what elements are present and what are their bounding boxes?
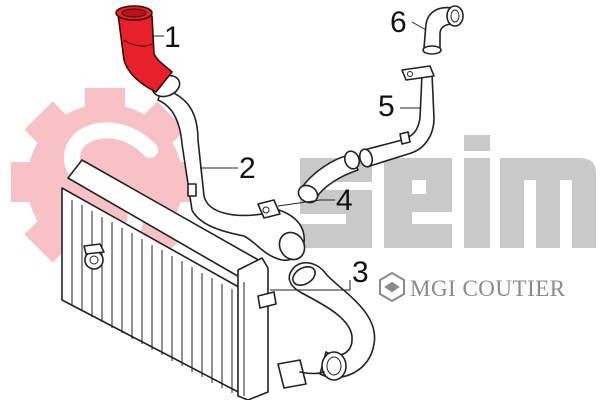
brand-letter-e — [384, 158, 452, 248]
tagline-text: MGI COUTIER — [410, 276, 566, 301]
hose-part-1-highlighted — [115, 5, 173, 93]
hose-part-6 — [422, 5, 464, 55]
hose-part-4 — [297, 150, 361, 204]
intercooler — [61, 159, 277, 400]
brand-letter-i-dot — [464, 135, 490, 151]
brand-letter-m — [500, 158, 596, 248]
callout-6: 6 — [390, 6, 407, 39]
callout-2: 2 — [239, 152, 256, 185]
callout-5: 5 — [378, 90, 395, 123]
callout-4: 4 — [336, 184, 353, 217]
hose-part-3 — [277, 262, 376, 389]
hose-part-2 — [151, 74, 306, 261]
callout-3: 3 — [352, 256, 369, 289]
callout-1: 1 — [164, 21, 181, 54]
brand-letter-i — [464, 158, 490, 248]
leader-lines — [152, 21, 427, 291]
tagline-logo-mark — [379, 271, 405, 303]
brand-tagline: MGI COUTIER — [379, 271, 566, 303]
pipe-part-5 — [358, 65, 435, 168]
callout-labels: 1 2 3 4 5 6 — [164, 6, 407, 289]
